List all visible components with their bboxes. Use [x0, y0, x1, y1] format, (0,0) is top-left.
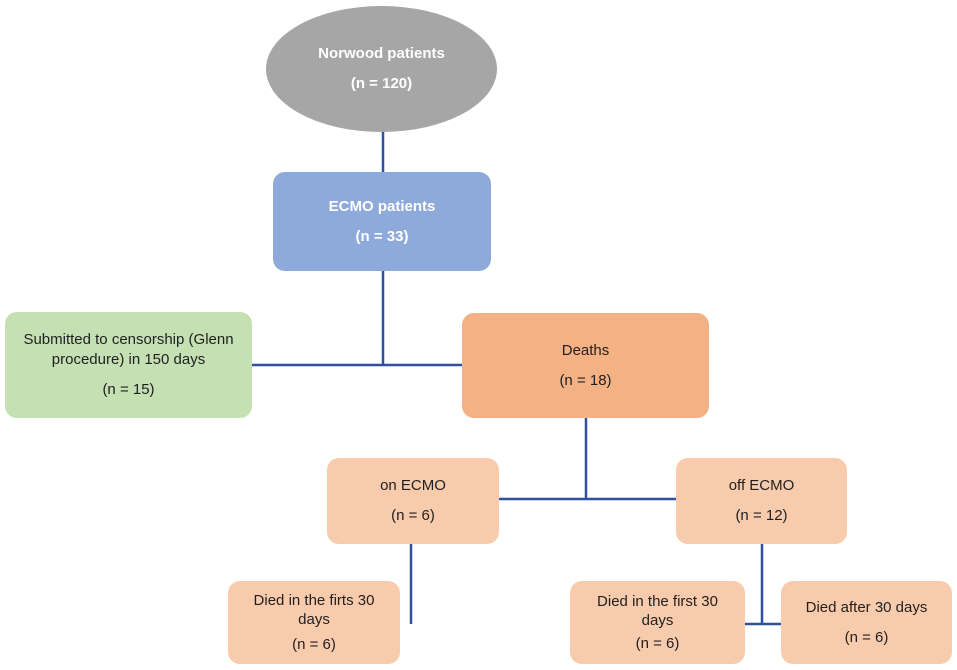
- ecmo-patients-node: ECMO patients (n = 33): [273, 172, 491, 271]
- censorship-node: Submitted to censorship (Glenn procedure…: [5, 312, 252, 418]
- died-first-30-off-ecmo-count: (n = 6): [635, 635, 680, 652]
- censorship-count: (n = 15): [102, 381, 155, 398]
- died-first-30-on-ecmo-node: Died in the firts 30 days (n = 6): [228, 581, 400, 664]
- deaths-count: (n = 18): [559, 371, 612, 389]
- ecmo-patients-count: (n = 33): [355, 227, 409, 245]
- censorship-title: Submitted to censorship (Glenn procedure…: [23, 331, 234, 368]
- died-first-30-off-ecmo-title: Died in the first 30 days: [597, 593, 718, 629]
- died-first-30-on-ecmo-title: Died in the firts 30 days: [253, 592, 375, 628]
- died-after-30-node: Died after 30 days (n = 6): [781, 581, 952, 664]
- died-after-30-title: Died after 30 days: [805, 598, 928, 616]
- off-ecmo-title: off ECMO: [728, 477, 795, 494]
- norwood-patients-node: Norwood patients (n = 120): [266, 6, 497, 132]
- died-first-30-on-ecmo-count: (n = 6): [292, 636, 336, 653]
- off-ecmo-node: off ECMO (n = 12): [676, 458, 847, 544]
- deaths-title: Deaths: [561, 341, 610, 359]
- norwood-patients-title: Norwood patients: [318, 45, 445, 62]
- on-ecmo-title: on ECMO: [380, 477, 446, 494]
- ecmo-patients-title: ECMO patients: [328, 197, 436, 215]
- died-after-30-count: (n = 6): [844, 628, 889, 646]
- norwood-patients-count: (n = 120): [350, 75, 413, 92]
- deaths-node: Deaths (n = 18): [462, 313, 709, 418]
- on-ecmo-count: (n = 6): [391, 507, 435, 524]
- died-first-30-off-ecmo-node: Died in the first 30 days (n = 6): [570, 581, 745, 664]
- on-ecmo-node: on ECMO (n = 6): [327, 458, 499, 544]
- off-ecmo-count: (n = 12): [735, 507, 788, 524]
